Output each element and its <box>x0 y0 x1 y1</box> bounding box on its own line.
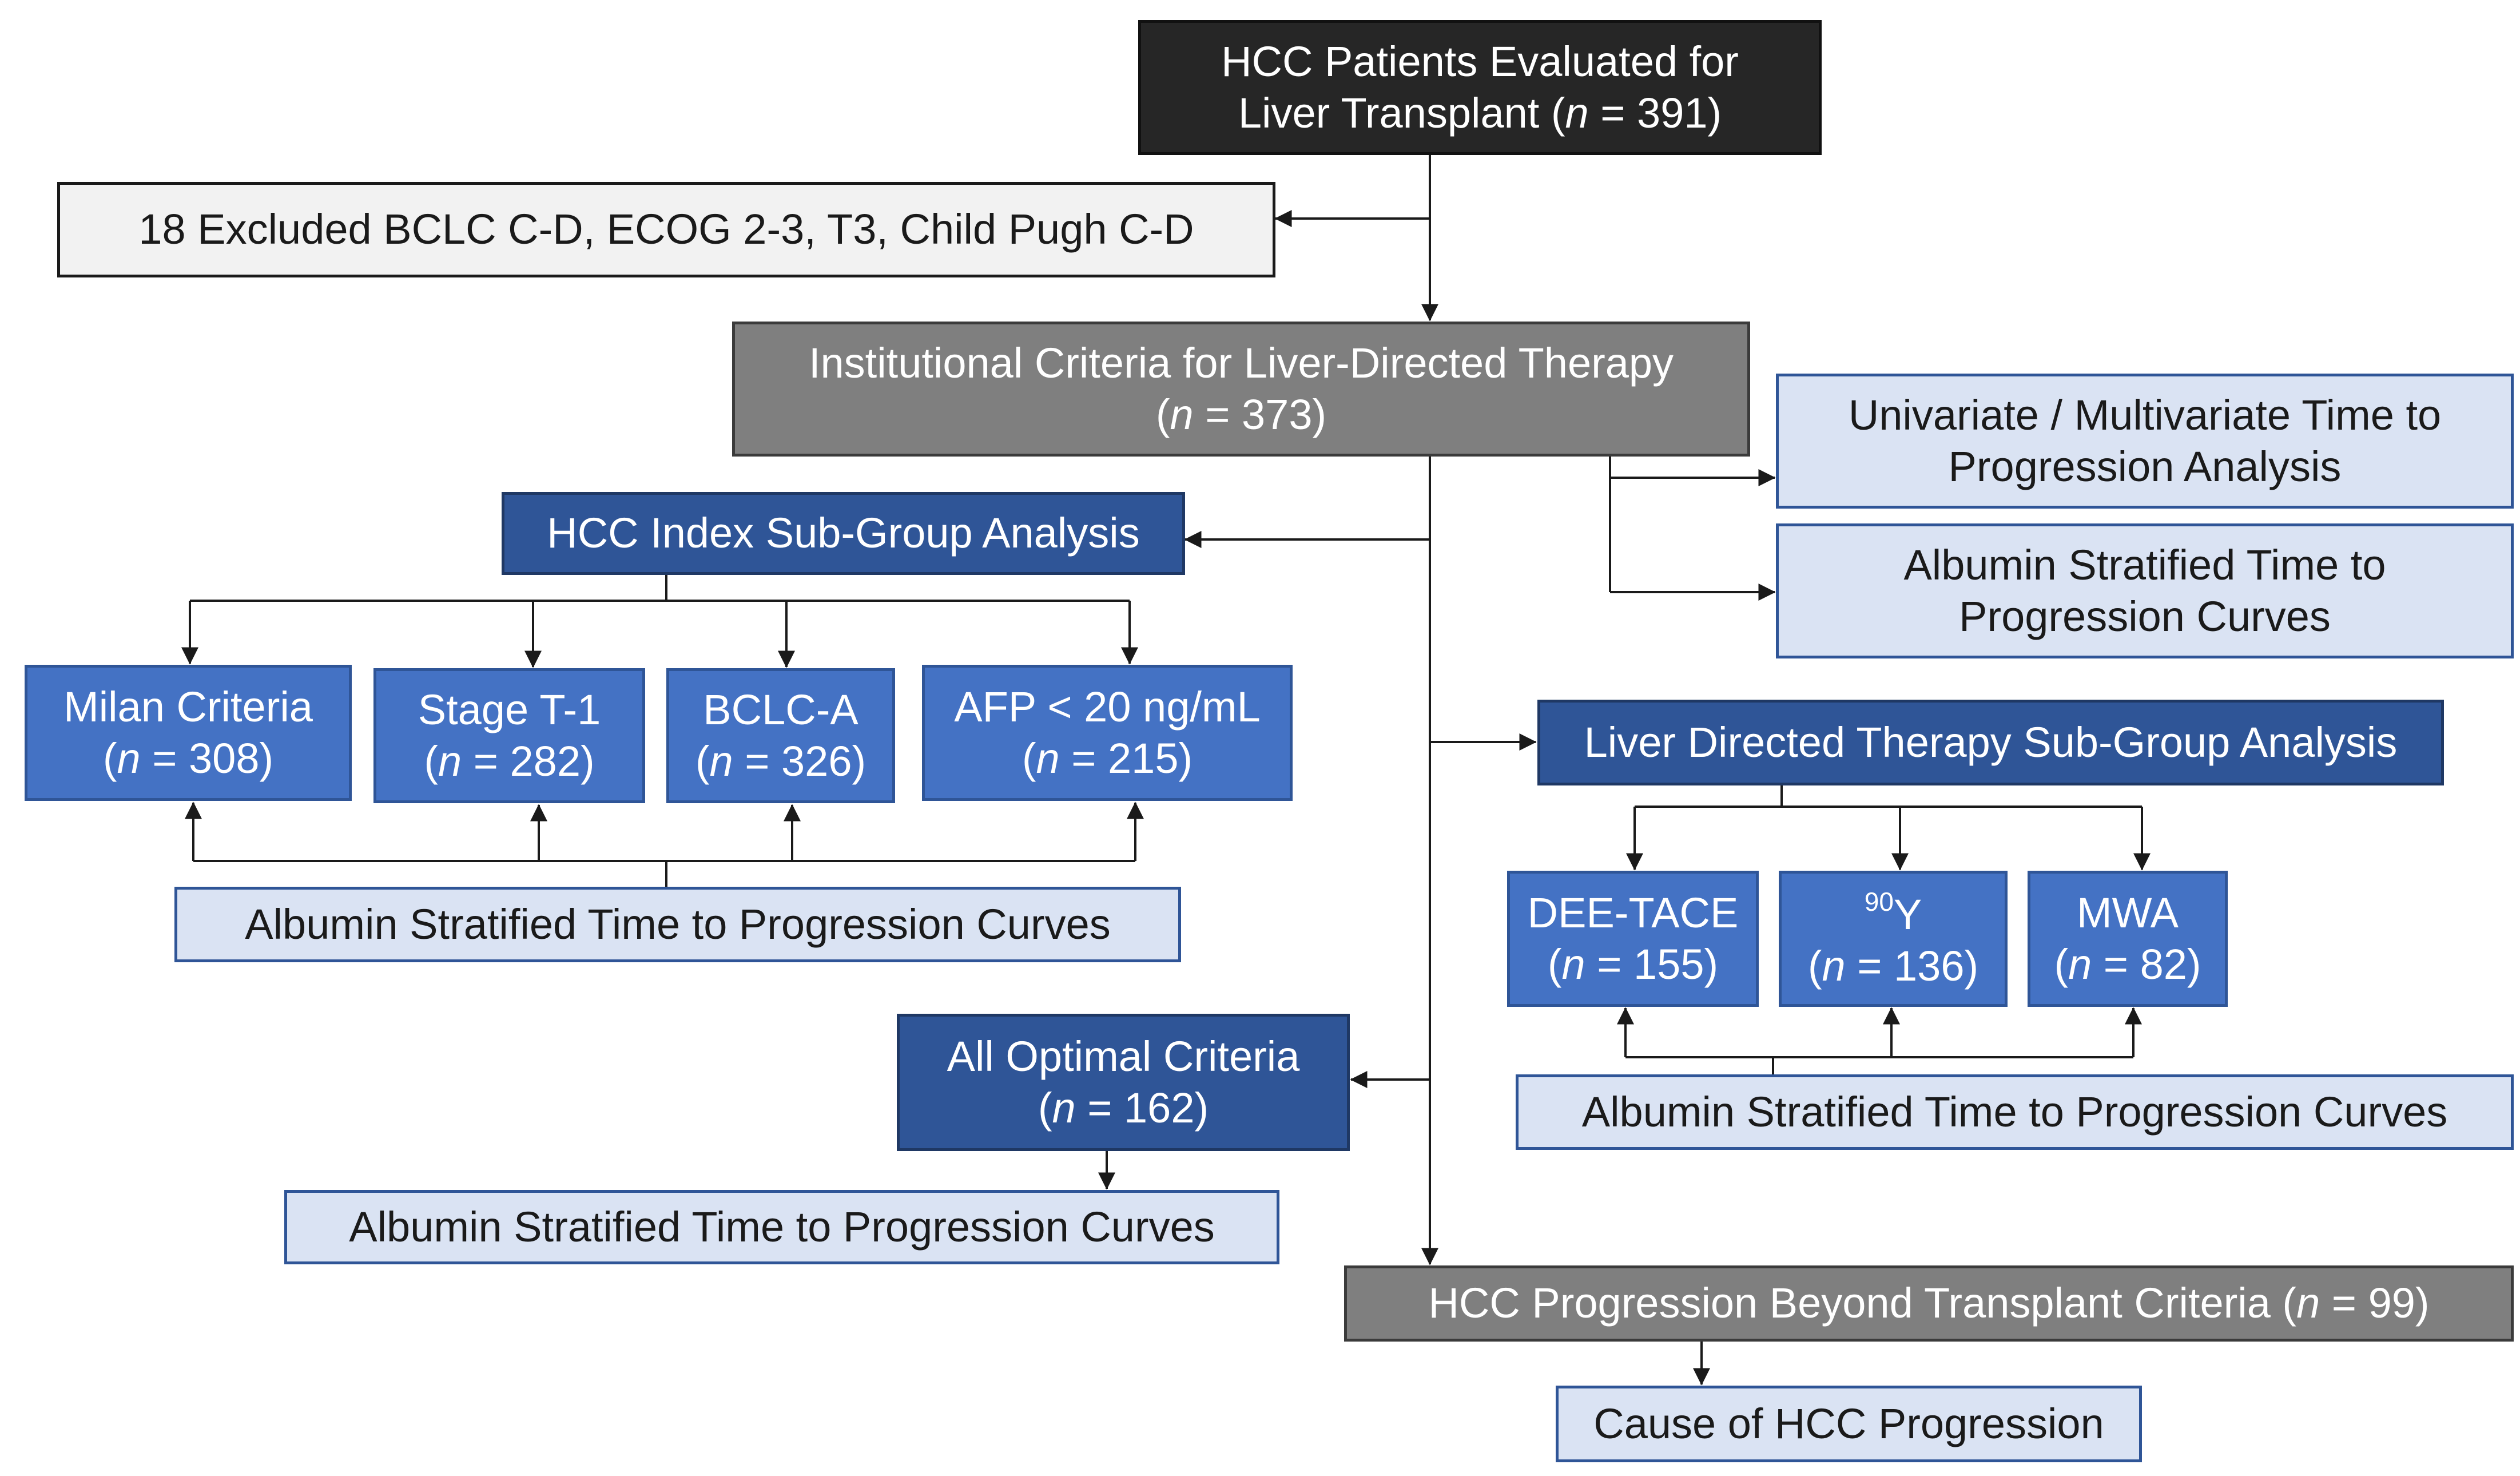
n-symbol: n <box>1170 391 1194 438</box>
y90-label: Y <box>1893 890 1922 938</box>
box-mwa-count: = 82) <box>2092 941 2201 988</box>
box-excluded: 18 Excluded BCLC C-D, ECOG 2-3, T3, Chil… <box>57 182 1275 277</box>
n-symbol: n <box>1052 1084 1076 1132</box>
box-institutional-criteria: Institutional Criteria for Liver-Directe… <box>732 322 1750 457</box>
box-milan-criteria: Milan Criteria (n = 308) <box>25 665 352 801</box>
box-y90-prefix: ( <box>1807 942 1822 990</box>
n-symbol: n <box>1565 89 1589 137</box>
box-stage-t1: Stage T-1 (n = 282) <box>373 668 645 803</box>
box-all-optimal-criteria-count: = 162) <box>1075 1084 1209 1132</box>
box-patients-evaluated-count: = 391) <box>1588 89 1722 137</box>
box-cause-of-progression: Cause of HCC Progression <box>1556 1386 2142 1462</box>
box-mwa: MWA (n = 82) <box>2028 871 2228 1007</box>
n-symbol: n <box>117 735 141 782</box>
box-bclc-a: BCLC-A (n = 326) <box>666 668 895 803</box>
box-afp: AFP < 20 ng/mL (n = 215) <box>922 665 1293 801</box>
box-institutional-criteria-count: = 373) <box>1193 391 1327 438</box>
box-albumin-curves-optimal-text: Albumin Stratified Time to Progression C… <box>349 1203 1215 1251</box>
box-hcc-index-subgroup-text: HCC Index Sub-Group Analysis <box>547 509 1140 557</box>
box-ldt-subgroup: Liver Directed Therapy Sub-Group Analysi… <box>1537 700 2444 785</box>
box-dee-tace: DEE-TACE (n = 155) <box>1507 871 1759 1007</box>
box-hcc-index-subgroup: HCC Index Sub-Group Analysis <box>502 492 1185 575</box>
box-patients-evaluated-prefix: Liver Transplant ( <box>1238 89 1565 137</box>
box-patients-evaluated-line1: HCC Patients Evaluated for <box>1221 37 1739 85</box>
box-y90-count: = 136) <box>1845 942 1979 990</box>
box-all-optimal-criteria-prefix: ( <box>1038 1084 1052 1132</box>
box-mwa-line1: MWA <box>2076 888 2179 937</box>
box-bclc-a-count: = 326) <box>733 737 867 785</box>
box-patients-evaluated: HCC Patients Evaluated for Liver Transpl… <box>1138 20 1822 155</box>
box-albumin-curves-index: Albumin Stratified Time to Progression C… <box>174 887 1181 962</box>
box-y90: 90Y (n = 136) <box>1779 871 2008 1007</box>
n-symbol: n <box>1822 942 1846 990</box>
n-symbol: n <box>2068 941 2092 988</box>
box-afp-line1: AFP < 20 ng/mL <box>954 683 1261 731</box>
n-symbol: n <box>438 737 462 785</box>
box-univariate-analysis-line2: Progression Analysis <box>1948 443 2342 490</box>
y90-superscript: 90 <box>1864 886 1894 916</box>
box-albumin-curves-overall-line2: Progression Curves <box>1959 593 2331 640</box>
n-symbol: n <box>2296 1279 2320 1327</box>
box-dee-tace-prefix: ( <box>1547 941 1562 988</box>
n-symbol: n <box>1036 735 1060 782</box>
box-all-optimal-criteria: All Optimal Criteria (n = 162) <box>897 1014 1350 1151</box>
box-cause-of-progression-text: Cause of HCC Progression <box>1593 1399 2104 1447</box>
box-albumin-curves-index-text: Albumin Stratified Time to Progression C… <box>245 900 1111 948</box>
box-milan-criteria-prefix: ( <box>102 735 117 782</box>
box-albumin-curves-ldt: Albumin Stratified Time to Progression C… <box>1516 1074 2514 1150</box>
box-excluded-text: 18 Excluded BCLC C-D, ECOG 2-3, T3, Chil… <box>138 205 1194 253</box>
box-stage-t1-prefix: ( <box>424 737 439 785</box>
box-dee-tace-count: = 155) <box>1585 941 1719 988</box>
box-institutional-criteria-line1: Institutional Criteria for Liver-Directe… <box>808 339 1674 387</box>
box-stage-t1-line1: Stage T-1 <box>418 685 601 733</box>
box-albumin-curves-overall: Albumin Stratified Time to Progression C… <box>1776 523 2514 658</box>
box-hcc-progression: HCC Progression Beyond Transplant Criter… <box>1344 1265 2514 1342</box>
box-univariate-analysis-line1: Univariate / Multivariate Time to <box>1848 391 2442 439</box>
box-hcc-progression-count: = 99) <box>2320 1279 2430 1327</box>
box-albumin-curves-optimal: Albumin Stratified Time to Progression C… <box>284 1190 1279 1264</box>
box-afp-prefix: ( <box>1021 735 1036 782</box>
box-afp-count: = 215) <box>1059 735 1193 782</box>
box-mwa-prefix: ( <box>2054 941 2069 988</box>
box-bclc-a-prefix: ( <box>695 737 710 785</box>
box-bclc-a-line1: BCLC-A <box>703 685 858 733</box>
box-albumin-curves-overall-line1: Albumin Stratified Time to <box>1903 541 2386 589</box>
box-institutional-criteria-prefix: ( <box>1155 391 1170 438</box>
box-milan-criteria-line1: Milan Criteria <box>63 683 313 731</box>
box-albumin-curves-ldt-text: Albumin Stratified Time to Progression C… <box>1581 1088 2448 1136</box>
n-symbol: n <box>709 737 733 785</box>
box-stage-t1-count: = 282) <box>462 737 595 785</box>
box-univariate-analysis: Univariate / Multivariate Time to Progre… <box>1776 374 2514 509</box>
box-all-optimal-criteria-line1: All Optimal Criteria <box>947 1032 1300 1080</box>
box-dee-tace-line1: DEE-TACE <box>1527 888 1739 937</box>
n-symbol: n <box>1561 941 1585 988</box>
box-ldt-subgroup-text: Liver Directed Therapy Sub-Group Analysi… <box>1584 718 2398 766</box>
box-milan-criteria-count: = 308) <box>140 735 274 782</box>
box-hcc-progression-prefix: HCC Progression Beyond Transplant Criter… <box>1428 1279 2297 1327</box>
